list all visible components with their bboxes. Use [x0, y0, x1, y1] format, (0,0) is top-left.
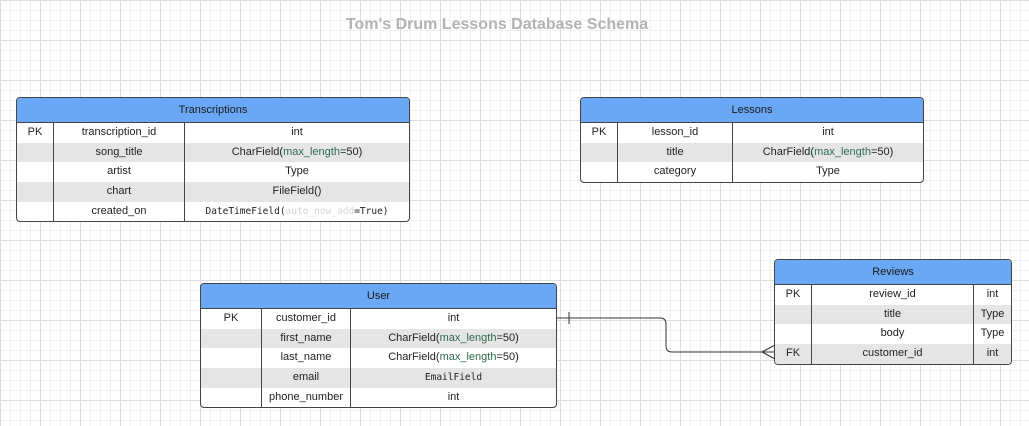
table-row: created_on DateTimeField(auto_now_add=Tr…: [17, 201, 409, 222]
table-row: title CharField(max_length=50): [581, 142, 923, 163]
table-row: artist Type: [17, 162, 409, 183]
table-row: category Type: [581, 162, 923, 183]
table-header: Lessons: [581, 98, 923, 123]
key-cell: PK: [775, 285, 812, 305]
table-row: FK customer_id int: [775, 344, 1011, 364]
field-cell: first_name: [262, 328, 351, 349]
type-cell: CharField(max_length=50): [762, 145, 894, 158]
field-cell: song_title: [54, 142, 185, 163]
key-cell: [201, 368, 262, 388]
table-user[interactable]: User PK customer_id int first_name CharF…: [200, 283, 557, 409]
key-cell: [775, 324, 812, 345]
key-cell: PK: [581, 123, 618, 143]
type-cell: int: [447, 390, 460, 403]
table-row: body Type: [775, 324, 1011, 345]
type-cell: CharField(max_length=50): [231, 145, 363, 158]
field-cell: artist: [54, 162, 185, 183]
field-cell: lesson_id: [618, 123, 733, 143]
key-cell: [17, 162, 54, 183]
table-row: PK transcription_id int: [17, 123, 409, 143]
field-cell: chart: [54, 182, 185, 202]
type-cell: CharField(max_length=50): [388, 351, 519, 364]
field-cell: review_id: [812, 285, 974, 305]
table-lessons[interactable]: Lessons PK lesson_id int title CharField…: [580, 97, 924, 184]
type-cell: FileField(): [272, 185, 322, 198]
field-cell: title: [812, 304, 974, 325]
type-cell: int: [291, 126, 303, 138]
type-cell: int: [447, 312, 460, 324]
key-cell: [17, 142, 54, 163]
type-cell: Type: [285, 165, 309, 178]
key-cell: [581, 162, 618, 183]
table-row: PK customer_id int: [201, 309, 556, 329]
field-cell: email: [262, 368, 351, 388]
relationship-line: [556, 317, 775, 353]
key-cell: PK: [17, 123, 54, 143]
type-cell: Type: [980, 307, 1005, 320]
field-cell: body: [812, 324, 974, 345]
field-cell: customer_id: [262, 309, 351, 329]
type-cell: int: [986, 347, 999, 360]
field-cell: title: [618, 142, 733, 163]
field-cell: transcription_id: [54, 123, 185, 143]
table-row: last_name CharField(max_length=50): [201, 348, 556, 369]
field-cell: category: [618, 162, 733, 183]
type-cell: EmailField: [424, 372, 483, 384]
many-marker: [760, 344, 776, 360]
table-row: PK review_id int: [775, 285, 1011, 305]
type-cell: int: [822, 126, 834, 138]
table-row: title Type: [775, 304, 1011, 325]
diagram-title: Tom's Drum Lessons Database Schema: [345, 16, 649, 33]
type-cell: DateTimeField(auto_now_add=True): [205, 205, 389, 217]
table-row: first_name CharField(max_length=50): [201, 328, 556, 349]
type-cell: Type: [980, 327, 1005, 340]
key-cell: PK: [201, 309, 262, 329]
field-cell: customer_id: [812, 344, 974, 364]
table-row: chart FileField(): [17, 182, 409, 202]
field-cell: last_name: [262, 348, 351, 369]
table-row: PK lesson_id int: [581, 123, 923, 143]
field-cell: phone_number: [262, 387, 351, 408]
type-cell: CharField(max_length=50): [388, 331, 519, 344]
table-header: Transcriptions: [17, 98, 409, 123]
key-cell: FK: [775, 344, 812, 364]
table-row: phone_number int: [201, 387, 556, 408]
table-row: song_title CharField(max_length=50): [17, 142, 409, 163]
table-row: email EmailField: [201, 368, 556, 388]
type-cell: Type: [816, 165, 840, 178]
key-cell: [201, 387, 262, 408]
key-cell: [581, 142, 618, 163]
table-header: User: [201, 284, 556, 309]
key-cell: [17, 182, 54, 202]
field-cell: created_on: [54, 201, 185, 222]
table-reviews[interactable]: Reviews PK review_id int title Type body…: [774, 259, 1012, 365]
table-header: Reviews: [775, 260, 1011, 285]
key-cell: [17, 201, 54, 222]
type-cell: int: [986, 288, 999, 300]
key-cell: [201, 328, 262, 349]
table-transcriptions[interactable]: Transcriptions PK transcription_id int s…: [16, 97, 410, 223]
key-cell: [201, 348, 262, 369]
key-cell: [775, 304, 812, 325]
